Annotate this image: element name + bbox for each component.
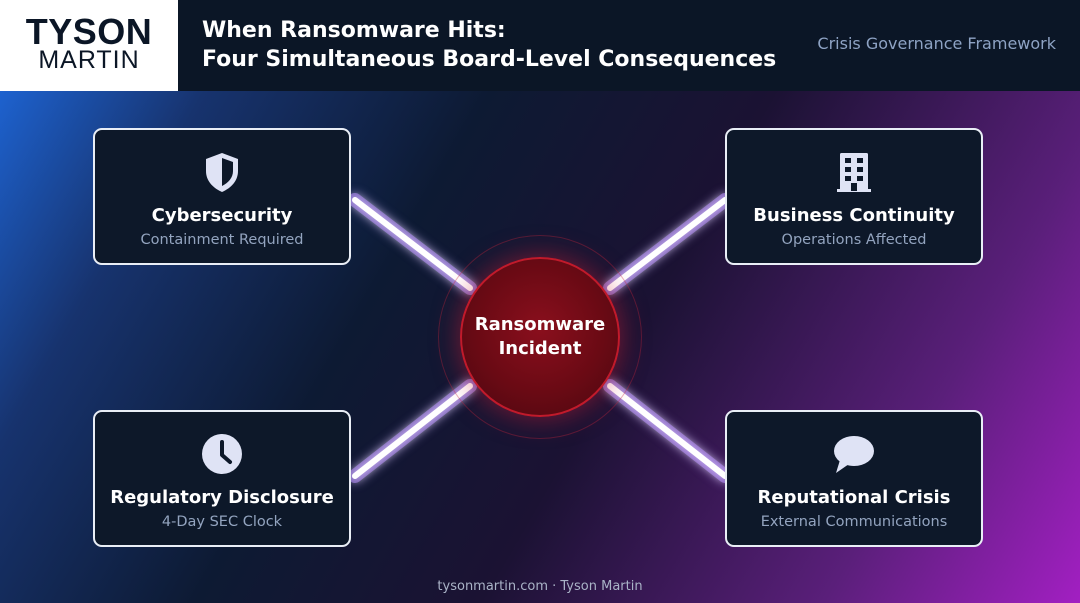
card-cybersecurity: Cybersecurity Containment Required bbox=[93, 128, 351, 265]
logo-bottom-text: MARTIN bbox=[38, 46, 140, 74]
footer-credit: tysonmartin.com · Tyson Martin bbox=[437, 579, 643, 594]
card-title: Regulatory Disclosure bbox=[110, 487, 334, 508]
ransomware-incident-node: Ransomware Incident bbox=[460, 257, 620, 417]
center-halo bbox=[438, 235, 642, 439]
header-bar: TYSON MARTIN When Ransomware Hits: Four … bbox=[0, 0, 1080, 91]
tyson-martin-logo: TYSON MARTIN bbox=[0, 0, 178, 91]
card-reputational-crisis: Reputational Crisis External Communicati… bbox=[725, 410, 983, 547]
center-label-line-1: Ransomware bbox=[474, 314, 606, 335]
logo-top-text: TYSON bbox=[25, 11, 153, 52]
card-subtitle: Operations Affected bbox=[781, 232, 927, 248]
speech-bubble-icon bbox=[834, 436, 874, 473]
framework-label: Crisis Governance Framework bbox=[817, 34, 1056, 53]
title-line-2: Four Simultaneous Board-Level Consequenc… bbox=[202, 47, 777, 72]
title-line-1: When Ransomware Hits: bbox=[202, 18, 506, 43]
card-subtitle: External Communications bbox=[760, 514, 948, 530]
card-title: Reputational Crisis bbox=[757, 487, 951, 508]
card-title: Business Continuity bbox=[753, 205, 955, 226]
card-subtitle: Containment Required bbox=[140, 232, 304, 248]
center-label: Ransomware Incident bbox=[462, 313, 618, 361]
clock-icon bbox=[202, 434, 242, 474]
card-subtitle: 4-Day SEC Clock bbox=[161, 514, 283, 530]
center-label-line-2: Incident bbox=[498, 338, 582, 359]
shield-icon bbox=[206, 153, 238, 192]
card-regulatory-disclosure: Regulatory Disclosure 4-Day SEC Clock bbox=[93, 410, 351, 547]
building-icon bbox=[837, 153, 871, 192]
card-business-continuity: Business Continuity Operations Affected bbox=[725, 128, 983, 265]
page-title: When Ransomware Hits: Four Simultaneous … bbox=[202, 16, 776, 74]
card-title: Cybersecurity bbox=[151, 205, 293, 226]
